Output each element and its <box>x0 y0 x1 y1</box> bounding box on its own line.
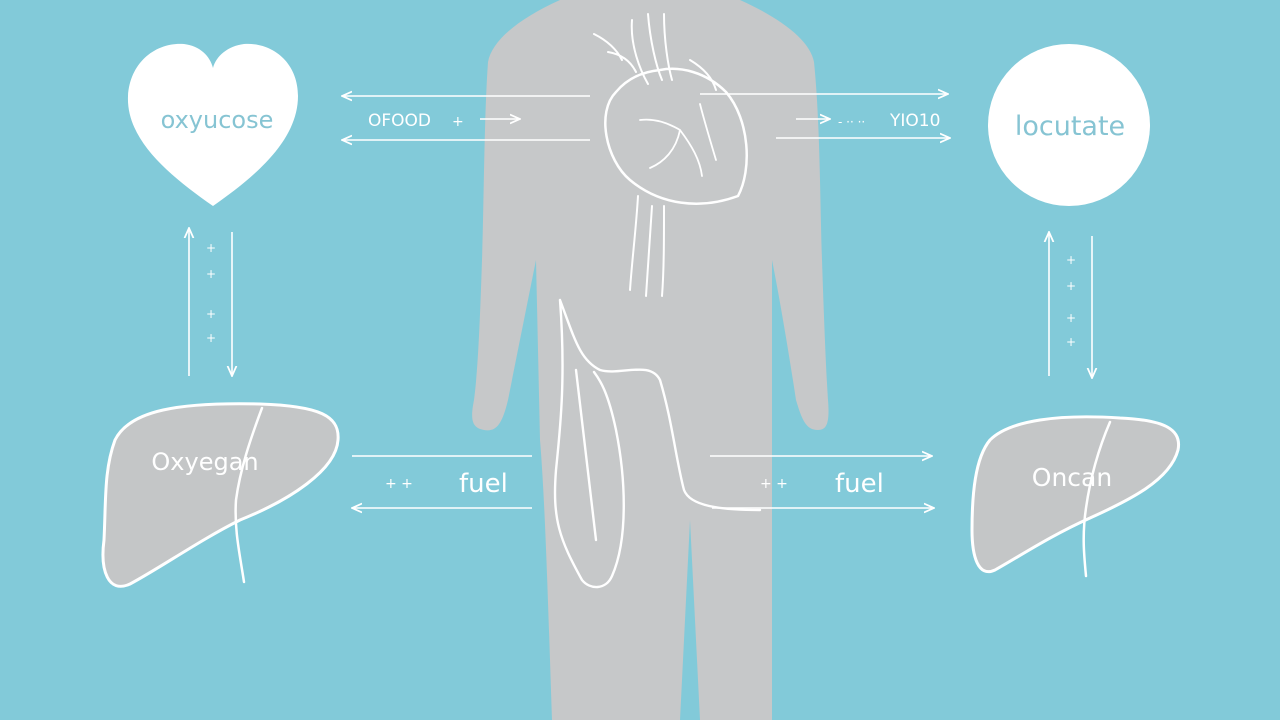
left-liver-label: Oxyegan <box>151 448 258 476</box>
heart-node: oxyucose <box>127 43 298 206</box>
left-mark-3: + <box>206 307 216 321</box>
left-mark-1: + <box>206 241 216 255</box>
vessel-outline <box>553 298 762 589</box>
bottom-right-label: fuel <box>835 469 884 499</box>
left-vertical-arrows: + + + + <box>189 228 232 376</box>
bottom-left-label: fuel <box>459 469 508 499</box>
top-right-arrows: - ·· ·· YIO10 <box>700 94 950 138</box>
aorta-lines <box>629 195 665 297</box>
left-liver-shape <box>101 402 340 588</box>
bottom-left-marks: + + <box>385 476 413 492</box>
circle-node: locutate <box>988 44 1150 206</box>
coronary-lines <box>639 103 717 177</box>
bottom-right-arrows: + + fuel <box>710 456 934 508</box>
heart-outline <box>604 67 748 205</box>
right-vertical-arrows: + + + + <box>1049 232 1092 378</box>
heart-anatomy <box>593 13 748 297</box>
heart-vessels <box>593 13 717 91</box>
circle-label: locutate <box>1015 111 1125 142</box>
top-right-marks: - ·· ·· <box>838 115 865 129</box>
leg-vessels <box>553 298 762 589</box>
body-silhouette <box>472 0 829 720</box>
right-mark-1: + <box>1066 253 1076 267</box>
top-right-text: YIO10 <box>889 111 940 131</box>
right-liver-label: Oncan <box>1032 463 1112 492</box>
bottom-left-arrows: + + fuel <box>352 455 532 508</box>
right-liver-line <box>1082 420 1112 578</box>
bottom-right-marks: + + <box>760 476 788 492</box>
right-mark-3: + <box>1066 311 1076 325</box>
left-liver: Oxyegan <box>101 402 340 588</box>
circle-shape <box>988 44 1150 206</box>
left-liver-line <box>234 406 264 584</box>
right-liver: Oncan <box>970 415 1181 578</box>
right-mark-4: + <box>1066 335 1076 349</box>
left-mark-2: + <box>206 267 216 281</box>
right-mark-2: + <box>1066 279 1076 293</box>
body-shape <box>472 0 829 720</box>
heart-shape <box>127 43 298 206</box>
top-left-marks: + <box>452 114 464 130</box>
heart-label: oxyucose <box>161 106 274 134</box>
left-mark-4: + <box>206 331 216 345</box>
top-left-text: OFOOD <box>368 111 431 131</box>
right-liver-shape <box>970 415 1181 574</box>
top-left-arrows: OFOOD + <box>342 96 590 140</box>
